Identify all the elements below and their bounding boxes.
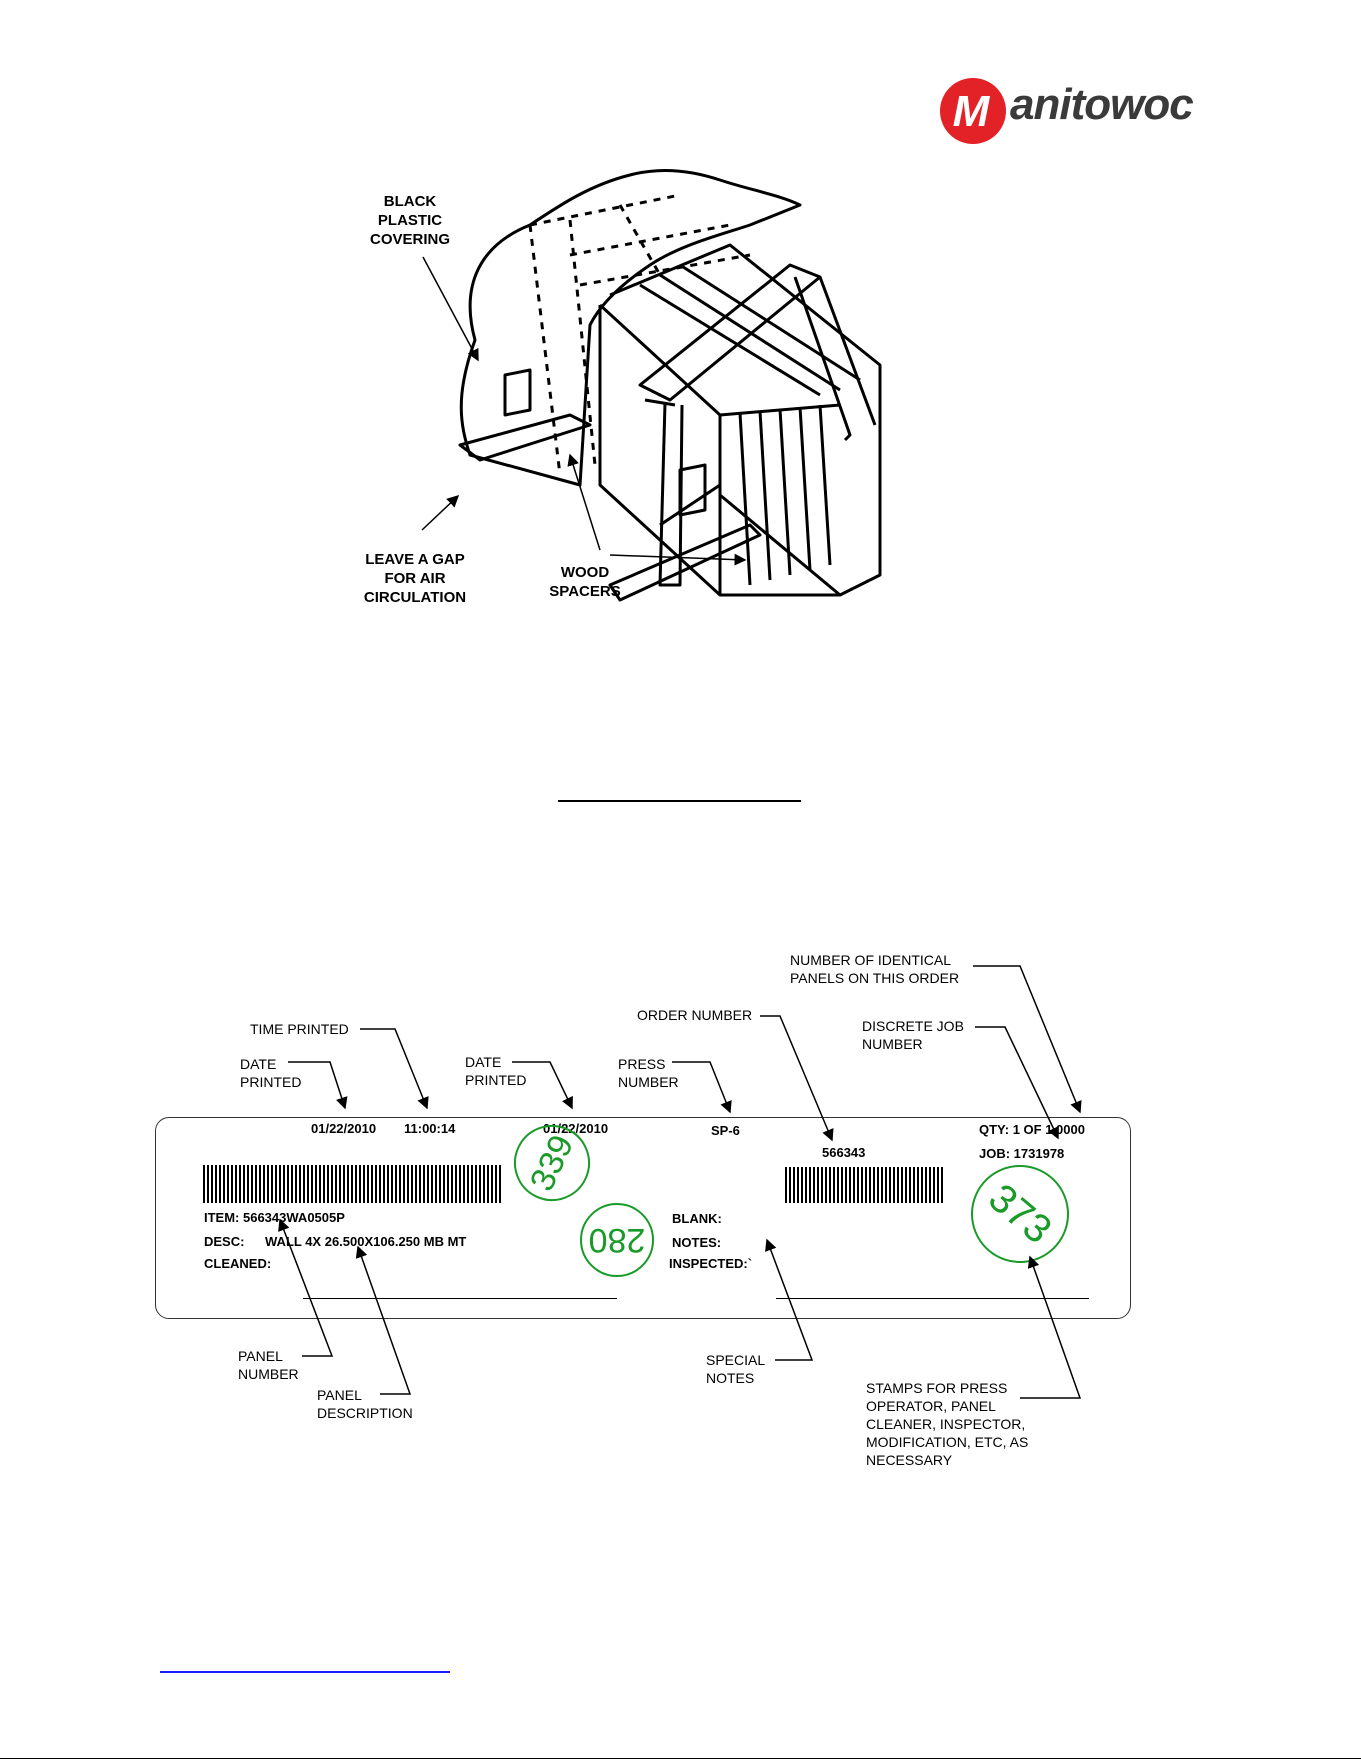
callout-discrete-job-number: DISCRETE JOB NUMBER: [862, 1018, 964, 1052]
logo-wordmark: anitowoc: [1010, 80, 1194, 129]
tag-time: 11:00:14: [404, 1121, 456, 1136]
tag-cleaned: CLEANED:: [204, 1256, 272, 1271]
tag-item: ITEM: 566343WA0505P: [204, 1210, 345, 1225]
tag-callout-arrows: [278, 965, 1082, 1399]
tag-job: JOB: 1731978: [979, 1146, 1065, 1161]
callout-press-number: PRESS NUMBER: [618, 1056, 679, 1090]
footer-link-underline[interactable]: [160, 1671, 450, 1673]
arrow-covering: [422, 256, 479, 362]
panel-tag: [155, 1117, 1131, 1319]
callout-identical-panels: NUMBER OF IDENTICAL PANELS ON THIS ORDER: [790, 952, 960, 986]
tag-notes: NOTES:: [672, 1235, 722, 1250]
signature-line-right: [776, 1298, 1089, 1299]
callout-panel-description: PANEL DESCRIPTION: [317, 1387, 413, 1421]
tag-desc-value: WALL 4X 26.500X106.250 MB MT: [265, 1234, 467, 1249]
panel-rack-illustration: [458, 168, 882, 602]
callout-date-printed-1: DATE PRINTED: [240, 1056, 302, 1090]
callout-stamps: STAMPS FOR PRESS OPERATOR, PANEL CLEANER…: [866, 1380, 1029, 1468]
section-heading-underline: [558, 800, 801, 802]
tag-blank: BLANK:: [672, 1211, 722, 1226]
tag-date-2: 01/22/2010: [543, 1121, 609, 1136]
logo-initial: M: [953, 87, 991, 136]
callout-panel-number: PANEL NUMBER: [238, 1348, 299, 1382]
arrow-spacer-1: [567, 453, 601, 551]
label-leave-a-gap: LEAVE A GAP FOR AIR CIRCULATION: [363, 551, 467, 606]
callout-special-notes: SPECIAL NOTES: [706, 1352, 766, 1386]
rack-callout-arrows: [421, 256, 747, 566]
tag-inspected: INSPECTED:`: [669, 1256, 753, 1271]
label-wood-spacers: WOOD SPACERS: [549, 564, 621, 600]
arrow-spacer-2: [609, 553, 747, 566]
callout-order-number: ORDER NUMBER: [637, 1007, 753, 1023]
tag-date-1: 01/22/2010: [311, 1121, 377, 1136]
tag-desc-label: DESC:: [204, 1234, 245, 1249]
barcode-right: [785, 1167, 943, 1203]
tag-order: 566343: [822, 1145, 866, 1160]
arrow-gap: [421, 494, 460, 531]
signature-line-left: [303, 1298, 617, 1299]
tag-press: SP-6: [711, 1123, 740, 1138]
callout-time-printed: TIME PRINTED: [250, 1021, 349, 1037]
callout-date-printed-2: DATE PRINTED: [465, 1054, 527, 1088]
page-bottom-rule: [0, 1758, 1361, 1759]
label-black-plastic-covering: BLACK PLASTIC COVERING: [369, 193, 450, 248]
manitowoc-logo: M: [940, 78, 1006, 144]
barcode-left: [203, 1165, 501, 1203]
